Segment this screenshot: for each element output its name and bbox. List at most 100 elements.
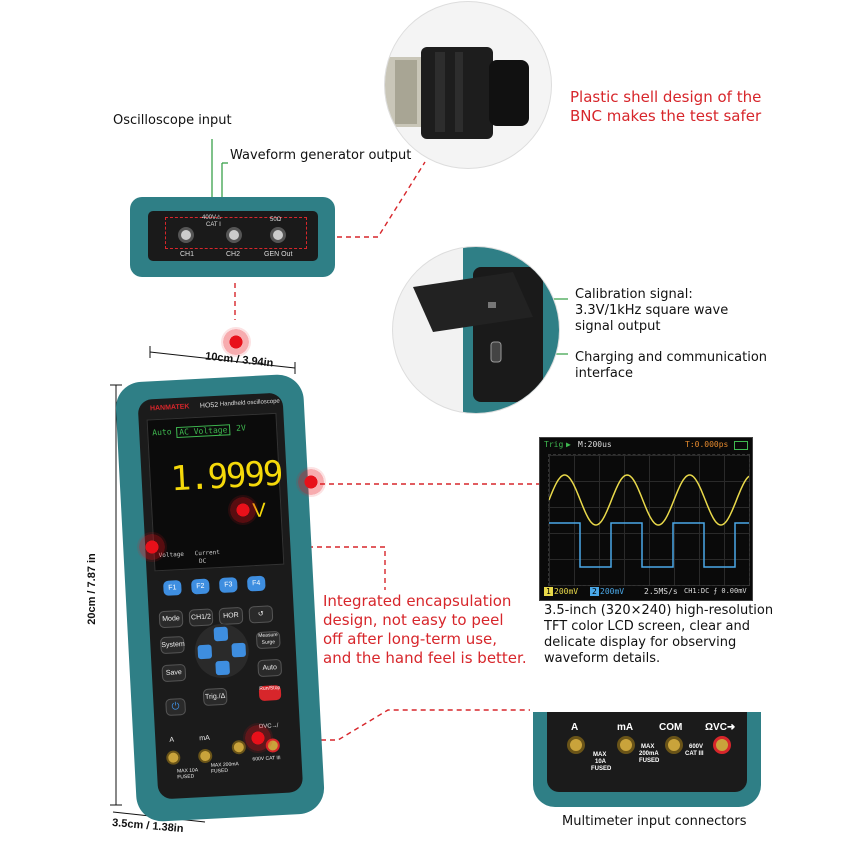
bnc-ch1-port (178, 227, 194, 243)
ch1-text: CH1 (180, 251, 195, 258)
mode-key[interactable]: Mode (158, 609, 184, 629)
back-key[interactable]: ↺ (248, 605, 274, 624)
charging-label-1: Charging and communication (575, 350, 768, 365)
nav-up-icon[interactable] (213, 626, 229, 642)
scope-run-icon: ▶ (566, 440, 571, 449)
lcd-reading: 1.9999 (169, 453, 283, 500)
calibration-label-1: Calibration signal: (575, 287, 693, 302)
gen-text: GEN Out (264, 251, 293, 258)
marker-dot-reading (228, 495, 258, 525)
cat-text: CAT Ⅰ (206, 222, 221, 228)
nav-down-icon[interactable] (215, 660, 231, 676)
scope-toffset: T:0.000ps (685, 440, 729, 449)
ch12-key[interactable]: CH1/2 (188, 608, 214, 627)
lcd-mode-auto: Auto (152, 427, 172, 438)
nav-right-icon[interactable] (231, 642, 247, 658)
auto-key[interactable]: Auto (257, 658, 283, 678)
f3-key[interactable]: F3 (218, 577, 238, 594)
charging-label-2: interface (575, 366, 633, 381)
scope-grid (548, 454, 750, 586)
side-port-closeup (393, 247, 559, 413)
encaps-note-3: off after long-term use, (323, 630, 498, 648)
device-lcd: Auto AC Voltage 2V 1.9999 V Voltage Curr… (146, 412, 285, 572)
marker-dot-terminal (243, 723, 273, 753)
marker-dot-side (137, 532, 167, 562)
lcd-soft2: Current (194, 548, 221, 558)
encaps-note-2: design, not easy to peel (323, 611, 504, 629)
conn-cat: 600V (689, 744, 704, 750)
device-face: HANMATEK HO52 Handheld oscilloscope Auto… (137, 392, 304, 800)
side-port-image (413, 247, 559, 413)
conn-max2: MAX (641, 744, 655, 750)
waveform-generator-label: Waveform generator output (230, 148, 412, 163)
term-a-jack (165, 750, 181, 766)
conn-a-jack (567, 736, 585, 754)
conn-ma-jack (617, 736, 635, 754)
height-dimension: 20cm / 7.87 in (85, 553, 98, 625)
subtitle-label: Handheld oscilloscope (219, 398, 281, 408)
lcd-desc-3: delicate display for observing (544, 635, 737, 650)
scope-time: M:200us (578, 440, 612, 449)
ch2-text: CH2 (226, 251, 241, 258)
scope-rate: 2.5MS/s (644, 587, 678, 596)
term-fuse1-label: MAX 10A FUSED (176, 767, 199, 781)
encaps-note-4: and the hand feel is better. (323, 649, 527, 667)
run-stop-key[interactable]: Run/Stop (258, 684, 282, 702)
system-key[interactable]: System (159, 635, 185, 655)
bnc-closeup (385, 2, 551, 168)
oscilloscope-input-label: Oscilloscope input (113, 113, 232, 128)
term-ma-label: mA (199, 734, 211, 743)
measure-key[interactable]: Measure Surge (255, 630, 281, 650)
power-icon[interactable]: ⏻ (165, 697, 187, 716)
lcd-desc-1: 3.5-inch (320×240) high-resolution (544, 603, 774, 618)
scope-trigset: CH1:DC ⨍ 0.00mV (684, 587, 747, 595)
marker-dot-screen (296, 467, 326, 497)
scope-ch1: 200mV (554, 587, 579, 596)
bnc-ch2-port (226, 227, 242, 243)
device-body: HANMATEK HO52 Handheld oscilloscope Auto… (114, 373, 326, 823)
bnc-note-2: BNC makes the test safer (570, 107, 762, 125)
save-key[interactable]: Save (161, 663, 187, 683)
scope-ch2: 200mV (600, 587, 625, 596)
scope-ch1-tag: 1 (544, 587, 553, 596)
bnc-connector-image (385, 47, 529, 139)
f4-key[interactable]: F4 (246, 575, 266, 592)
scope-battery-icon (734, 441, 748, 450)
marker-dot-top (221, 327, 251, 357)
bnc-note-1: Plastic shell design of the (570, 88, 762, 106)
term-cat-label: 600V CAT III (252, 755, 281, 763)
scope-ch2-tag: 2 (590, 587, 599, 596)
conn-max1b: 10A (595, 759, 607, 765)
top-panel: 400V⚠ CAT Ⅰ 50Ω CH1 CH2 GEN Out (130, 197, 335, 277)
term-ma-jack (197, 748, 213, 764)
lcd-mode-ac: AC Voltage (175, 424, 231, 439)
conn-ma-label: mA (617, 722, 634, 733)
conn-fused1: FUSED (591, 766, 612, 772)
brand-label: HANMATEK (149, 403, 190, 413)
connectors-caption: Multimeter input connectors (562, 814, 747, 829)
conn-v-label: ΩVC➜ (705, 722, 736, 733)
nav-pad[interactable] (193, 622, 251, 680)
f1-key[interactable]: F1 (163, 580, 182, 596)
scope-trig: Trig (544, 440, 564, 449)
nav-left-icon[interactable] (197, 644, 213, 660)
calibration-label-3: signal output (575, 319, 661, 334)
connector-closeup: A mA COM ΩVC➜ MAX 10A FUSED MAX 200mA FU… (533, 712, 761, 807)
conn-max2b: 200mA (639, 751, 659, 757)
lcd-desc-4: waveform details. (544, 651, 661, 666)
ohm-text: 50Ω (270, 217, 282, 223)
hor-key[interactable]: HOR (218, 606, 244, 626)
conn-com-jack (665, 736, 683, 754)
scope-screen: Trig ▶ M:200us T:0.000ps 1 200mV 2 200mV… (539, 437, 753, 601)
model-label: HO52 (199, 401, 219, 410)
trig-key[interactable]: Trig./Δ (202, 687, 228, 707)
f2-key[interactable]: F2 (190, 578, 210, 595)
term-a-label: A (169, 736, 175, 744)
calibration-label-2: 3.3V/1kHz square wave (575, 303, 729, 318)
conn-a-label: A (571, 722, 579, 733)
warning-text: 400V⚠ (202, 215, 222, 221)
conn-com-label: COM (659, 722, 683, 733)
term-fuse2-label: MAX 200mA FUSED (210, 761, 239, 775)
encaps-note-1: Integrated encapsulation (323, 592, 512, 610)
lcd-desc-2: TFT color LCD screen, clear and (544, 619, 751, 634)
